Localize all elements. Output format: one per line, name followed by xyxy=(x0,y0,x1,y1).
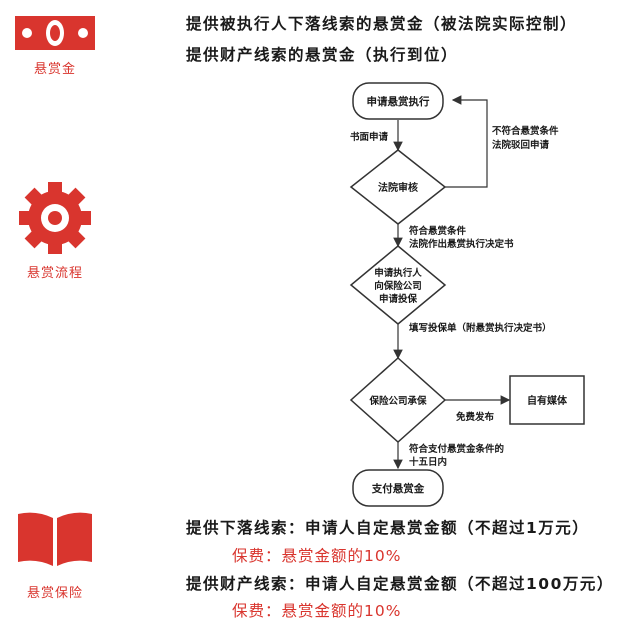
sidebar-process-label: 悬赏流程 xyxy=(26,266,83,281)
label-meet-1: 符合悬赏条件 xyxy=(409,225,467,237)
node-underwrite-text: 保险公司承保 xyxy=(368,395,427,407)
label-reject-2: 法院驳回申请 xyxy=(492,139,550,151)
headline-whereabouts-reward: 提供被执行人下落线索的悬赏金（被法院实际控制） xyxy=(186,15,578,33)
edge-reject-loop xyxy=(445,95,488,188)
node-own-media-text: 自有媒体 xyxy=(527,394,568,407)
sidebar-insurance-label: 悬赏保险 xyxy=(26,586,83,601)
node-insure-line2: 向保险公司 xyxy=(374,280,422,292)
sidebar-reward-label: 悬赏金 xyxy=(33,62,76,77)
node-apply: 申请悬赏执行 xyxy=(352,82,444,120)
node-court-review: 法院审核 xyxy=(349,149,447,225)
node-insure-line3: 申请投保 xyxy=(379,293,418,305)
headline-property-reward: 提供财产线索的悬赏金（执行到位） xyxy=(186,46,459,64)
whereabouts-premium: 保费：悬赏金额的10% xyxy=(232,547,402,565)
property-reward-rule: 提供财产线索：申请人自定悬赏金额（不超过100万元） xyxy=(186,575,614,593)
label-pay-cond-1: 符合支付悬赏金条件的 xyxy=(409,443,505,455)
sidebar-process: 悬赏流程 xyxy=(0,180,110,281)
banknote-icon xyxy=(15,16,95,50)
node-own-media: 自有媒体 xyxy=(509,375,585,425)
sidebar-insurance: 悬赏保险 xyxy=(0,510,110,601)
node-pay-reward: 支付悬赏金 xyxy=(352,469,444,507)
label-free-publish: 免费发布 xyxy=(456,411,495,423)
node-court-review-text: 法院审核 xyxy=(378,181,418,194)
label-fill-form: 填写投保单（附悬赏执行决定书） xyxy=(409,322,552,334)
gear-icon xyxy=(19,182,91,254)
label-pay-cond-2: 十五日内 xyxy=(409,456,447,468)
node-pay-reward-text: 支付悬赏金 xyxy=(371,482,425,495)
node-insure-line1: 申请执行人 xyxy=(374,267,422,279)
node-apply-text: 申请悬赏执行 xyxy=(367,95,430,108)
sidebar-reward: 悬赏金 xyxy=(0,16,110,77)
node-insure-application: 申请执行人 向保险公司 申请投保 xyxy=(349,245,447,325)
book-icon xyxy=(18,512,92,566)
property-premium: 保费：悬赏金额的10% xyxy=(232,602,402,620)
label-reject-1: 不符合悬赏条件 xyxy=(492,125,559,137)
node-underwrite: 保险公司承保 xyxy=(349,356,447,444)
label-written-apply: 书面申请 xyxy=(350,131,389,143)
whereabouts-reward-rule: 提供下落线索：申请人自定悬赏金额（不超过1万元） xyxy=(186,519,590,537)
label-meet-2: 法院作出悬赏执行决定书 xyxy=(409,238,514,250)
